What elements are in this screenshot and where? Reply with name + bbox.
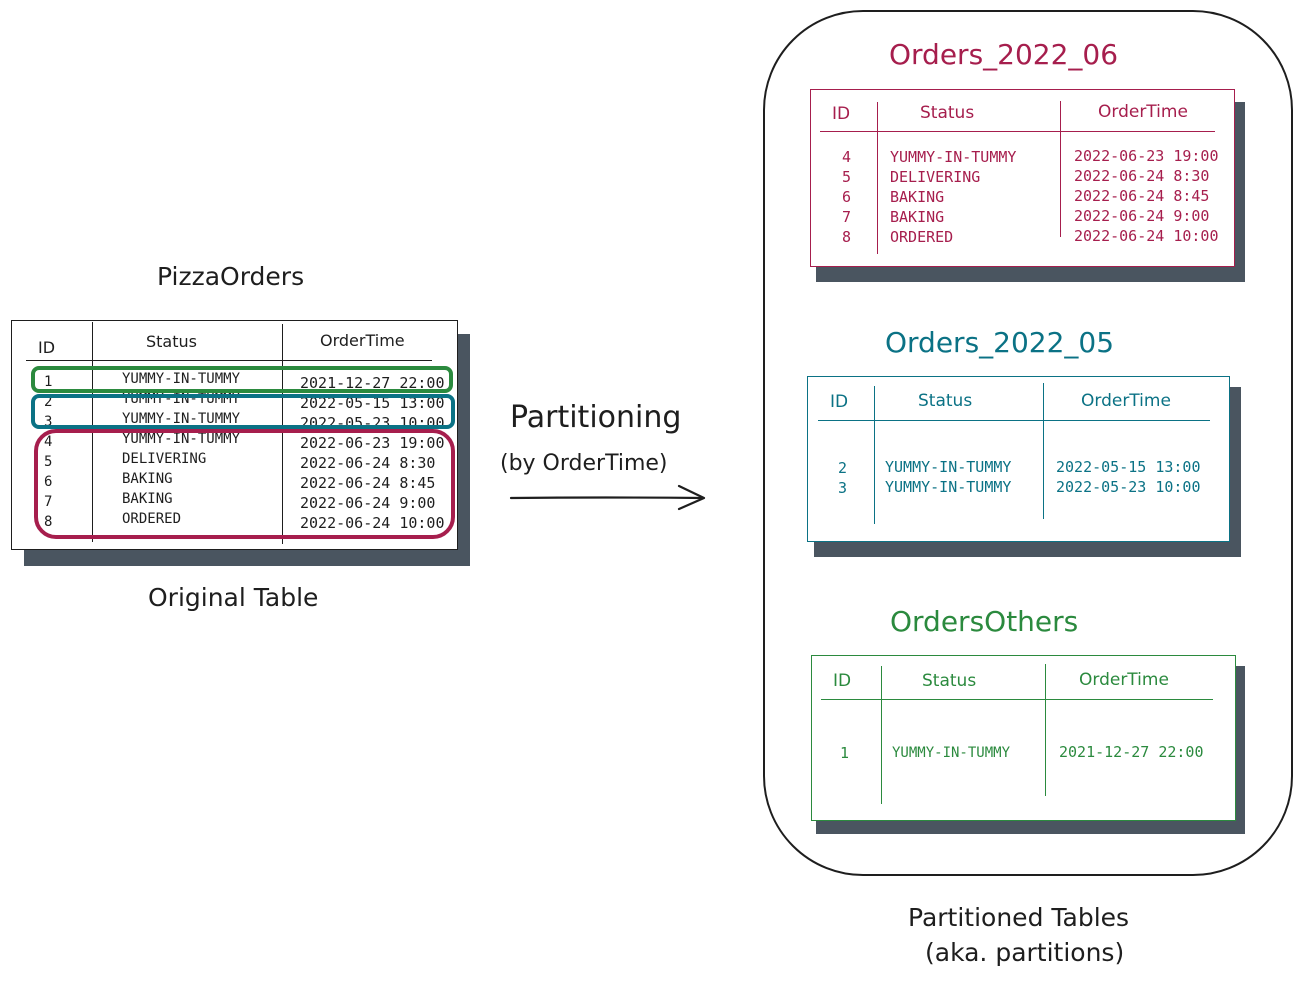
header-divider (26, 360, 432, 361)
header-status: Status (920, 103, 975, 123)
header-id: ID (830, 392, 849, 412)
highlight-others (31, 366, 453, 393)
header-ordertime: OrderTime (320, 331, 405, 350)
table-cell-id: 7 (44, 494, 53, 510)
ordertime-column: 2022-06-23 19:00 2022-06-24 8:30 2022-06-2… (1074, 146, 1219, 246)
table-cell-status: YUMMY-IN-TUMMY (892, 745, 1011, 761)
header-divider (821, 699, 1213, 700)
table-cell-time: 2022-06-24 8:45 (300, 474, 436, 492)
status-column: YUMMY-IN-TUMMY (892, 743, 1010, 763)
header-status: Status (146, 332, 197, 351)
status-column: YUMMY-IN-TUMMY DELIVERING BAKING BAKING ORDE… (890, 147, 1016, 247)
header-status: Status (922, 671, 977, 691)
status-column: YUMMY-IN-TUMMY YUMMY-IN-TUMMY (885, 457, 1011, 497)
arrow-sublabel: (by OrderTime) (500, 451, 668, 476)
table-cell-time: 2021-12-27 22:00 (300, 374, 445, 392)
partition-arrow (509, 484, 706, 511)
table-cell-status: DELIVERING (890, 168, 981, 186)
table-cell-time: 2022-06-23 19:00 (1074, 147, 1219, 165)
table-cell-status: YUMMY-IN-TUMMY (885, 458, 1012, 476)
header-status: Status (918, 391, 973, 411)
partition-title: Orders_2022_06 (889, 38, 1119, 71)
table-cell-time: 2022-06-24 9:00 (300, 494, 436, 512)
table-cell-time: 2022-06-24 8:30 (1074, 167, 1210, 185)
table-cell-status: BAKING (890, 208, 945, 226)
table-cell-id: 4 (842, 148, 852, 166)
table-cell-id: 3 (838, 479, 848, 497)
table-cell-time: 2022-06-24 8:30 (300, 454, 436, 472)
ordertime-column: 2021-12-27 22:00 (1059, 742, 1204, 762)
column-divider (874, 386, 875, 524)
original-table-caption: Original Table (148, 583, 319, 612)
ordertime-column: 2022-05-15 13:00 2022-05-23 10:00 (1056, 457, 1201, 497)
highlight-may (31, 394, 455, 429)
table-cell-status: DELIVERING (122, 451, 207, 467)
column-divider (877, 102, 878, 254)
table-cell-time: 2022-05-15 13:00 (1056, 458, 1201, 476)
header-ordertime: OrderTime (1098, 102, 1188, 122)
table-cell-time: 2022-05-15 13:00 (300, 394, 445, 412)
header-divider (818, 420, 1210, 421)
partitions-caption-line1: Partitioned Tables (908, 903, 1130, 932)
column-divider (282, 324, 283, 544)
table-cell-status: BAKING (890, 188, 945, 206)
table-cell-status: ORDERED (890, 228, 954, 246)
table-cell-id: 2 (44, 394, 53, 410)
table-cell-id: 1 (840, 744, 850, 762)
arrow-label: Partitioning (510, 400, 682, 435)
id-column: 1 (840, 743, 849, 763)
table-cell-id: 6 (842, 188, 852, 206)
table-cell-status: ORDERED (122, 511, 182, 527)
table-sheet (811, 655, 1236, 821)
table-cell-id: 1 (44, 374, 53, 390)
table-sheet (807, 376, 1230, 542)
table-cell-id: 7 (842, 208, 852, 226)
table-cell-time: 2022-06-24 8:45 (1074, 187, 1210, 205)
highlight-june (34, 429, 455, 539)
table-cell-status: YUMMY-IN-TUMMY (885, 478, 1012, 496)
table-cell-time: 2022-06-24 9:00 (1074, 207, 1210, 225)
original-table-title: PizzaOrders (157, 262, 305, 291)
partitions-caption-line2: (aka. partitions) (925, 938, 1125, 967)
header-id: ID (832, 104, 851, 124)
table-cell-status: YUMMY-IN-TUMMY (122, 431, 241, 447)
partition-title: OrdersOthers (890, 605, 1079, 638)
partition-title: Orders_2022_05 (885, 326, 1115, 359)
table-cell-status: BAKING (122, 491, 173, 507)
header-divider (820, 131, 1215, 132)
table-cell-id: 2 (838, 459, 848, 477)
table-cell-status: YUMMY-IN-TUMMY (122, 411, 241, 427)
header-id: ID (38, 338, 56, 357)
column-divider (1043, 383, 1044, 519)
table-sheet (11, 320, 458, 550)
table-cell-time: 2022-05-23 10:00 (1056, 478, 1201, 496)
table-cell-time: 2021-12-27 22:00 (1059, 743, 1204, 761)
column-divider (1060, 101, 1061, 237)
table-cell-status: BAKING (122, 471, 173, 487)
column-divider (881, 666, 882, 804)
partitions-container (763, 10, 1293, 876)
table-cell-status: YUMMY-IN-TUMMY (122, 371, 241, 387)
table-cell-time: 2022-06-24 10:00 (1074, 227, 1219, 245)
table-cell-status: YUMMY-IN-TUMMY (890, 148, 1017, 166)
table-cell-id: 5 (44, 454, 53, 470)
table-cell-id: 8 (842, 228, 852, 246)
table-cell-id: 3 (44, 414, 53, 430)
header-ordertime: OrderTime (1079, 670, 1169, 690)
column-divider (1045, 664, 1046, 796)
header-ordertime: OrderTime (1081, 391, 1171, 411)
header-id: ID (833, 671, 852, 691)
table-sheet (810, 89, 1235, 267)
table-cell-id: 6 (44, 474, 53, 490)
id-column: 4 5 6 7 8 (842, 147, 851, 247)
table-cell-id: 5 (842, 168, 852, 186)
